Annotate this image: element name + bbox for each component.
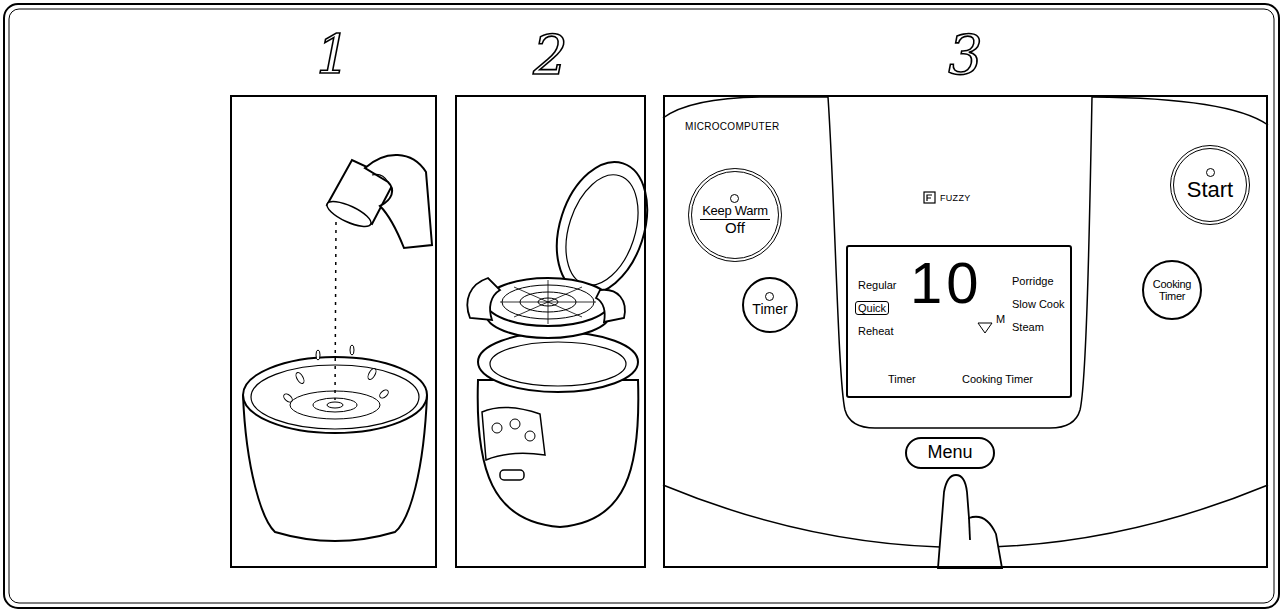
panel-label: MICROCOMPUTER <box>685 121 779 132</box>
control-panel-outline <box>663 97 828 118</box>
bowl-illustration <box>372 174 388 182</box>
lcd-digits: 10 <box>910 251 983 315</box>
rice-cooker-illustration <box>490 342 626 386</box>
rice-cooker-illustration <box>596 290 625 322</box>
timer-button: Timer <box>742 277 798 333</box>
step-number: 2 <box>457 29 644 83</box>
rice-cooker-illustration <box>486 278 610 326</box>
rice-cooker-illustration <box>467 150 663 527</box>
step-panel: 3Keep WarmOffTimerRegularQuickReheat10MP… <box>663 95 1268 568</box>
bowl-illustration <box>366 367 377 380</box>
outer-frame <box>9 9 1274 603</box>
lcd-label: Porridge <box>1012 275 1054 287</box>
display-indicator <box>978 323 992 333</box>
bowl-illustration <box>243 155 432 541</box>
outer-frame <box>4 4 1279 608</box>
lcd-label: Timer <box>888 373 916 385</box>
lcd-label: Cooking Timer <box>962 373 1033 385</box>
outer-frame <box>4 4 1279 608</box>
bowl-illustration <box>335 222 336 400</box>
lcd-display: RegularQuickReheat 10M PorridgeSlow CookSt… <box>846 245 1072 398</box>
led-indicator <box>765 292 774 301</box>
rice-cooker-illustration <box>553 166 651 295</box>
start-button: Start <box>1170 145 1250 225</box>
rice-cooker-illustration <box>525 431 535 441</box>
bowl-illustration <box>378 388 390 399</box>
bowl-illustration <box>324 197 374 232</box>
led-indicator <box>730 194 739 203</box>
button-label: Start <box>1187 178 1233 202</box>
lcd-label: M <box>996 313 1005 325</box>
lcd-label: Reheat <box>858 325 893 337</box>
rice-cooker-illustration <box>500 280 596 324</box>
fuzzy-logo <box>924 192 935 203</box>
fuzzy-logo <box>924 192 935 203</box>
step-panel: 1 <box>230 95 437 568</box>
button-label: Keep Warm <box>700 204 769 220</box>
brand-label: FUZZY <box>940 193 971 203</box>
bowl-illustration <box>316 350 320 360</box>
step-number: 3 <box>665 29 1266 83</box>
button-label: Off <box>725 220 745 237</box>
keep-warm-button: Keep WarmOff <box>688 168 782 262</box>
button-label: Menu <box>927 443 972 463</box>
bowl-illustration <box>327 402 343 408</box>
rice-cooker-illustration <box>467 278 500 320</box>
menu-button: Menu <box>905 437 995 469</box>
button-label: Cooking Timer <box>1151 278 1193 302</box>
bowl-illustration <box>290 391 380 419</box>
button-label: Timer <box>752 302 787 317</box>
bowl-illustration <box>365 155 432 248</box>
rice-cooker-illustration <box>478 380 639 527</box>
led-indicator <box>1206 168 1215 177</box>
control-panel-outline <box>828 97 1092 428</box>
control-panel-outline <box>663 97 1268 548</box>
bowl-illustration <box>282 392 294 403</box>
pointing-hand <box>938 475 1002 568</box>
lcd-label: Steam <box>1012 321 1044 333</box>
rice-cooker-illustration <box>492 423 502 433</box>
step-number: 1 <box>232 29 435 83</box>
rice-cooker-illustration <box>510 419 520 429</box>
pointing-hand <box>969 518 970 540</box>
lcd-label: Regular <box>858 279 897 291</box>
step-panel: 2 <box>455 95 646 568</box>
rice-cooker-illustration <box>482 407 545 460</box>
fuzzy-logo <box>927 195 932 201</box>
rice-cooker-illustration <box>478 332 638 392</box>
bowl-illustration <box>313 398 357 412</box>
lcd-label: Slow Cook <box>1012 298 1065 310</box>
lcd-label: Quick <box>855 301 889 315</box>
control-panel-outline <box>1092 97 1268 125</box>
cooking-timer-button: Cooking Timer <box>1142 260 1202 320</box>
bowl-illustration <box>350 345 354 355</box>
pointing-hand <box>938 475 1002 568</box>
rice-cooker-illustration <box>500 470 524 480</box>
display-indicator <box>978 323 992 333</box>
bowl-illustration <box>294 371 305 384</box>
